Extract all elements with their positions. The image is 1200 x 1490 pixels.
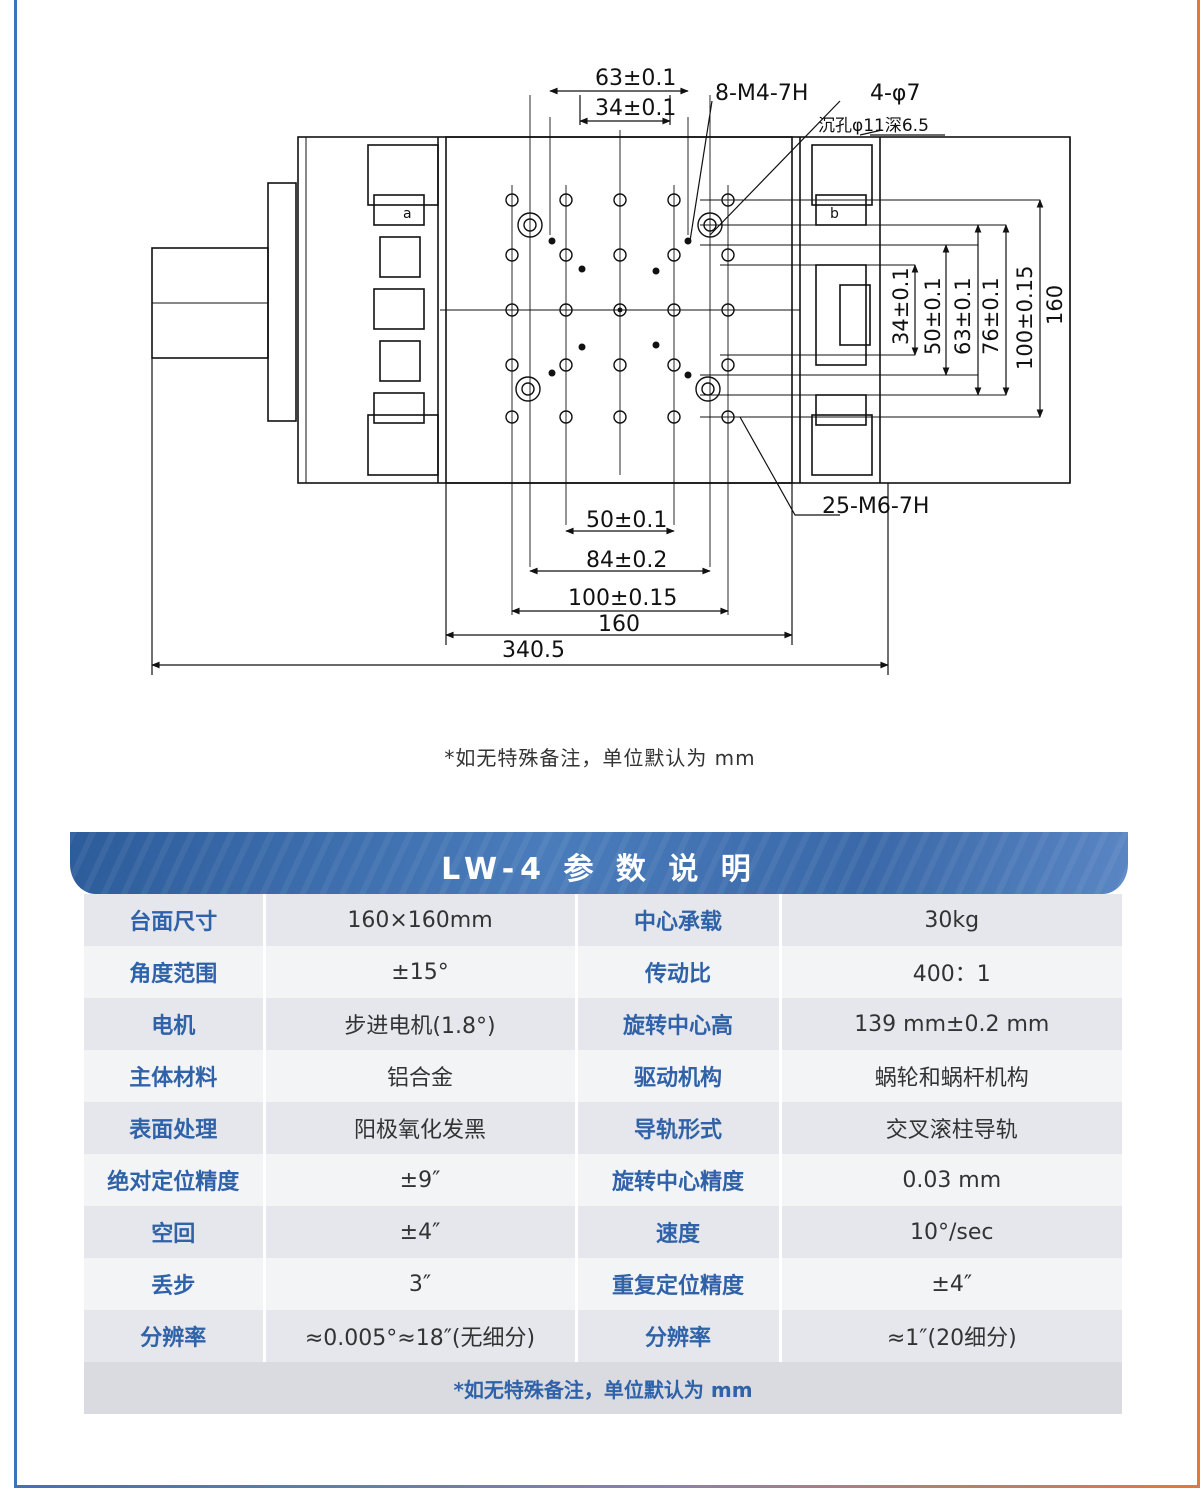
- spec-value: 阳极氧化发黑: [262, 1102, 576, 1154]
- spec-value: ≈0.005°≈18″(无细分): [262, 1310, 576, 1362]
- dim-h160: 160: [598, 612, 640, 637]
- spec-key: 传动比: [574, 946, 780, 998]
- spec-value: ±4″: [262, 1206, 576, 1258]
- spec-key: 台面尺寸: [84, 894, 264, 946]
- spec-value: 步进电机(1.8°): [262, 998, 576, 1050]
- spec-value: ±9″: [262, 1154, 576, 1206]
- spec-value: 蜗轮和蜗杆机构: [778, 1050, 1122, 1102]
- label-a: a: [403, 206, 412, 222]
- dim-v160: 160: [1043, 285, 1067, 325]
- dim-h100: 100±0.15: [568, 586, 677, 611]
- dim-phi7: 4-φ7: [870, 81, 920, 106]
- dim-v63: 63±0.1: [951, 277, 975, 355]
- table-footer-note: *如无特殊备注，单位默认为 mm: [84, 1362, 1122, 1414]
- frame-left-border: [14, 0, 17, 1488]
- spec-key: 旋转中心精度: [574, 1154, 780, 1206]
- spec-key: 电机: [84, 998, 264, 1050]
- spec-key: 空回: [84, 1206, 264, 1258]
- spec-value: ±4″: [778, 1258, 1122, 1310]
- spec-value: 铝合金: [262, 1050, 576, 1102]
- table-row: 空回 ±4″ 速度 10°/sec: [84, 1206, 1122, 1258]
- label-b: b: [830, 206, 839, 222]
- unit-note: *如无特殊备注，单位默认为 mm: [444, 746, 756, 770]
- spec-key: 主体材料: [84, 1050, 264, 1102]
- dim-total: 340.5: [502, 638, 565, 663]
- spec-value: ±15°: [262, 946, 576, 998]
- dim-m6: 25-M6-7H: [822, 494, 929, 519]
- dim-m4: 8-M4-7H: [715, 81, 808, 106]
- table-row: 台面尺寸 160×160mm 中心承载 30kg: [84, 894, 1122, 946]
- spec-value: 400：1: [778, 946, 1122, 998]
- table-row: 丢步 3″ 重复定位精度 ±4″: [84, 1258, 1122, 1310]
- table-row: 绝对定位精度 ±9″ 旋转中心精度 0.03 mm: [84, 1154, 1122, 1206]
- spec-value: 30kg: [778, 894, 1122, 946]
- spec-key: 丢步: [84, 1258, 264, 1310]
- spec-value: 10°/sec: [778, 1206, 1122, 1258]
- technical-drawing: 63±0.1 34±0.1 8-M4-7H 4-φ7 沉孔φ11深6.5 a b…: [140, 55, 1080, 695]
- table-row: 电机 步进电机(1.8°) 旋转中心高 139 mm±0.2 mm: [84, 998, 1122, 1050]
- spec-key: 分辨率: [574, 1310, 780, 1362]
- dim-63: 63±0.1: [595, 66, 676, 91]
- spec-value: 160×160mm: [262, 894, 576, 946]
- spec-key: 表面处理: [84, 1102, 264, 1154]
- table-row: 分辨率 ≈0.005°≈18″(无细分) 分辨率 ≈1″(20细分): [84, 1310, 1122, 1362]
- table-row: 表面处理 阳极氧化发黑 导轨形式 交叉滚柱导轨: [84, 1102, 1122, 1154]
- dim-h84: 84±0.2: [586, 548, 667, 573]
- spec-key: 中心承载: [574, 894, 780, 946]
- spec-value: 3″: [262, 1258, 576, 1310]
- spec-value: 139 mm±0.2 mm: [778, 998, 1122, 1050]
- spec-table: 台面尺寸 160×160mm 中心承载 30kg 角度范围 ±15° 传动比 4…: [84, 894, 1122, 1414]
- spec-value: ≈1″(20细分): [778, 1310, 1122, 1362]
- spec-value: 0.03 mm: [778, 1154, 1122, 1206]
- params-banner: LW-4 参 数 说 明: [70, 832, 1128, 894]
- spec-key: 角度范围: [84, 946, 264, 998]
- table-footer-row: *如无特殊备注，单位默认为 mm: [84, 1362, 1122, 1414]
- table-row: 主体材料 铝合金 驱动机构 蜗轮和蜗杆机构: [84, 1050, 1122, 1102]
- spec-key: 速度: [574, 1206, 780, 1258]
- dim-h50: 50±0.1: [586, 508, 667, 533]
- table-row: 角度范围 ±15° 传动比 400：1: [84, 946, 1122, 998]
- spec-key: 导轨形式: [574, 1102, 780, 1154]
- frame-right-border: [1197, 0, 1200, 1488]
- spec-key: 重复定位精度: [574, 1258, 780, 1310]
- spec-key: 驱动机构: [574, 1050, 780, 1102]
- dim-counterbore: 沉孔φ11深6.5: [818, 116, 929, 136]
- dim-v100: 100±0.15: [1013, 266, 1037, 370]
- spec-value: 交叉滚柱导轨: [778, 1102, 1122, 1154]
- params-title: LW-4 参 数 说 明: [441, 852, 757, 887]
- spec-key: 分辨率: [84, 1310, 264, 1362]
- dim-34: 34±0.1: [595, 96, 676, 121]
- dim-v50: 50±0.1: [921, 277, 945, 355]
- spec-key: 绝对定位精度: [84, 1154, 264, 1206]
- frame-bottom-border: [14, 1485, 1200, 1488]
- dim-v34: 34±0.1: [889, 267, 913, 345]
- dim-v76: 76±0.1: [979, 277, 1003, 355]
- spec-key: 旋转中心高: [574, 998, 780, 1050]
